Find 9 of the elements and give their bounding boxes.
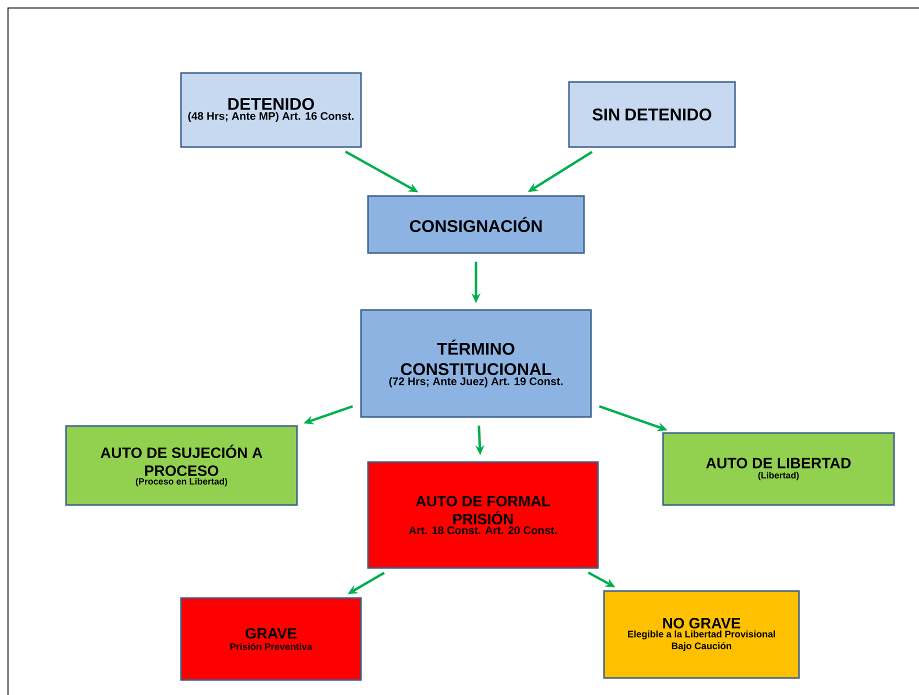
process-box: SIN DETENIDO bbox=[568, 81, 736, 148]
outcome-box: AUTO DE FORMAL PRISIÓN Art. 18 Const. Art. 20 Const. bbox=[367, 461, 599, 569]
process-box: CONSIGNACIÓN bbox=[367, 195, 585, 254]
process-box: DETENIDO (48 Hrs; Ante MP) Art. 16 Const. bbox=[180, 72, 362, 148]
outcome-box: AUTO DE SUJECIÓN A PROCESO (Proceso en Libertad) bbox=[65, 425, 298, 506]
outcome-box: AUTO DE LIBERTAD (Libertad) bbox=[662, 432, 895, 506]
process-box: TÉRMINO CONSTITUCIONAL (72 Hrs; Ante Juez) Art. 19 Const. bbox=[360, 309, 592, 418]
outcome-box: NO GRAVE Elegible a la Libertad Provisional Bajo Caución bbox=[603, 590, 800, 679]
outcome-box: GRAVE Prisión Preventiva bbox=[180, 597, 362, 681]
